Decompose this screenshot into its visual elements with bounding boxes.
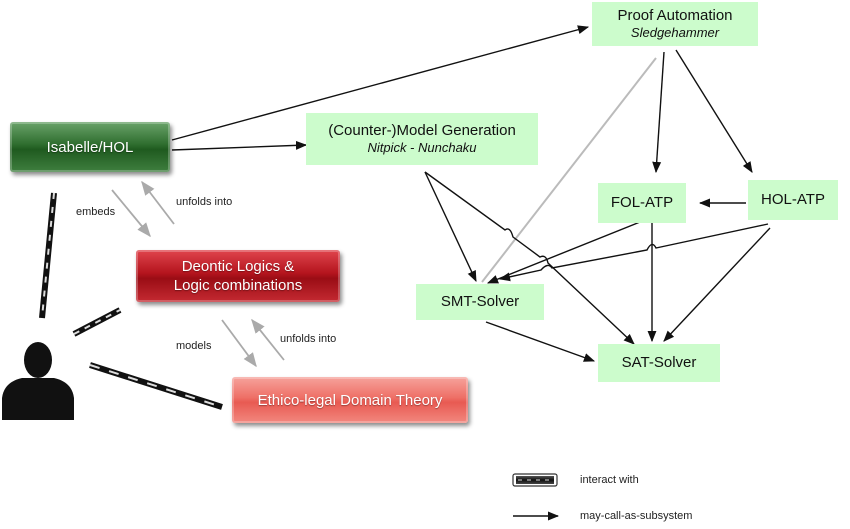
node-ethico-legal-domain-theory: Ethico-legal Domain Theory xyxy=(232,377,468,423)
deontic-title-line1: Deontic Logics & xyxy=(181,258,295,275)
interact-bar-deontic xyxy=(72,307,122,337)
legend-interact-swatch xyxy=(512,473,558,487)
isabelle-title: Isabelle/HOL xyxy=(46,138,134,156)
node-smt-solver: SMT-Solver xyxy=(416,284,544,320)
legend-may-call-label: may-call-as-subsystem xyxy=(580,510,693,522)
node-hol-atp: HOL-ATP xyxy=(748,180,838,220)
hol-atp-title: HOL-ATP xyxy=(761,191,825,208)
node-proof-automation: Proof Automation Sledgehammer xyxy=(592,2,758,46)
edge-proof-automation-smt xyxy=(481,57,657,283)
interact-bar-ethico xyxy=(89,362,223,410)
edge-smt-sat xyxy=(485,321,596,362)
edge-isabelle-model-generation xyxy=(171,140,308,151)
edge-unfolds-into-1 xyxy=(141,180,175,225)
edge-model-generation-smt xyxy=(424,171,477,283)
legend-interact-label: interact with xyxy=(580,474,639,486)
deontic-title-line2: Logic combinations xyxy=(173,277,303,294)
model-generation-title: (Counter-)Model Generation xyxy=(328,122,516,139)
sat-title: SAT-Solver xyxy=(621,354,697,371)
fol-atp-title: FOL-ATP xyxy=(610,194,674,211)
node-deontic-logics: Deontic Logics & Logic combinations xyxy=(136,250,340,302)
edge-proof-automation-hol xyxy=(675,49,753,173)
person-silhouette-icon xyxy=(2,342,74,420)
node-model-generation: (Counter-)Model Generation Nitpick - Nun… xyxy=(306,113,538,165)
edge-unfolds-into-2 xyxy=(251,318,285,361)
node-isabelle-hol: Isabelle/HOL xyxy=(10,122,170,172)
edge-embeds xyxy=(111,189,151,238)
model-generation-subtitle: Nitpick - Nunchaku xyxy=(367,140,477,155)
edge-label-unfolds-into-2: unfolds into xyxy=(280,333,337,345)
edge-label-embeds: embeds xyxy=(76,206,116,218)
proof-automation-title: Proof Automation xyxy=(617,7,733,24)
edge-label-unfolds-into-1: unfolds into xyxy=(176,196,233,208)
edge-isabelle-proof-automation xyxy=(171,25,590,141)
edge-proof-automation-fol xyxy=(652,51,665,174)
smt-title: SMT-Solver xyxy=(440,293,520,310)
proof-automation-subtitle: Sledgehammer xyxy=(630,25,720,40)
interact-bar-isabelle xyxy=(39,192,57,319)
node-fol-atp: FOL-ATP xyxy=(598,183,686,223)
node-sat-solver: SAT-Solver xyxy=(598,344,720,382)
edge-fol-smt xyxy=(486,221,641,284)
edge-hol-sat xyxy=(663,227,771,342)
edge-label-models: models xyxy=(176,340,212,352)
edge-models xyxy=(221,319,257,368)
edge-hol-smt xyxy=(498,223,769,282)
ethico-title: Ethico-legal Domain Theory xyxy=(257,391,443,409)
